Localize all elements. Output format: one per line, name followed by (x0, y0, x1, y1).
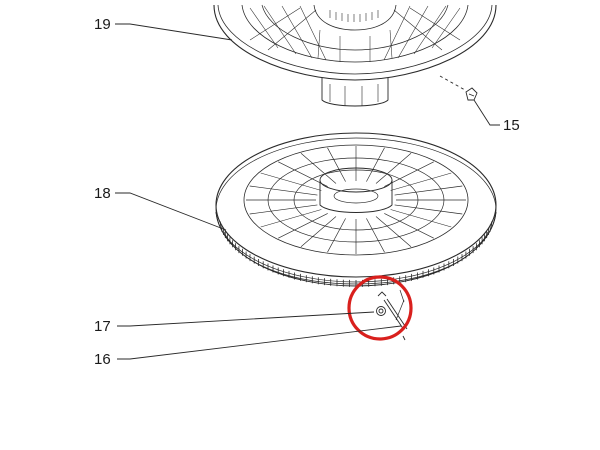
disc-rib (249, 185, 318, 196)
disc-rib (249, 204, 318, 215)
disc-rib (278, 161, 328, 187)
disc-rib (366, 147, 385, 182)
leader-17 (117, 311, 375, 327)
leader-15 (473, 99, 500, 126)
disc-rib (384, 161, 434, 187)
callout-17: 17 (94, 318, 111, 335)
callout-16: 16 (94, 351, 111, 368)
part-15-clip (439, 75, 478, 101)
disc-rib (260, 172, 322, 191)
disc-rib (366, 218, 385, 253)
leader-lines (115, 23, 500, 360)
leader-19 (115, 23, 233, 41)
disc-rib (300, 152, 337, 184)
callout-19: 19 (94, 16, 111, 33)
disc-rib (394, 185, 463, 196)
callout-15: 15 (503, 117, 520, 134)
disc-rib (375, 216, 412, 248)
disc-rib (390, 172, 452, 191)
disc-rib (390, 209, 452, 228)
parts-16-17-pin-assembly (376, 289, 408, 341)
part-19-upper-disc (213, 4, 497, 107)
highlight-circle (347, 275, 413, 341)
leader-16 (117, 325, 402, 360)
disc-rib (260, 209, 322, 228)
part-18-lower-disc (215, 132, 497, 287)
disc-rib (278, 213, 328, 239)
callout-18: 18 (94, 185, 111, 202)
disc-rib (300, 216, 337, 248)
disc-rib (327, 218, 346, 253)
disc-rib (384, 213, 434, 239)
disc-rib (327, 147, 346, 182)
leader-18 (115, 192, 227, 231)
disc-rib (394, 204, 463, 215)
disc-rib (375, 152, 412, 184)
